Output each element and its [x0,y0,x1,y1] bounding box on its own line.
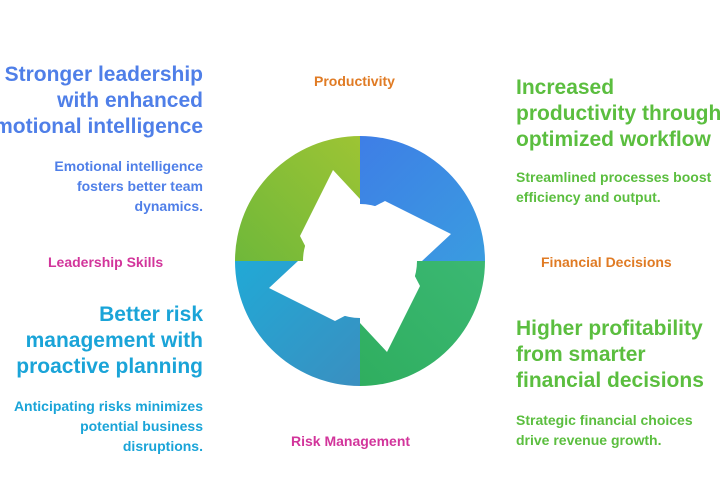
profit-description: Strategic financial choices drive revenu… [516,412,693,448]
label-financial-decisions: Financial Decisions [541,254,672,270]
cycle-arrow-financial [360,261,485,386]
leadership-block: Stronger leadership with enhanced emotio… [0,62,203,216]
cycle-arrow-productivity [360,136,485,261]
cycle-arrow-risk [235,261,360,386]
cycle-center [303,204,417,318]
risk-description: Anticipating risks minimizes potential b… [13,398,203,454]
label-productivity: Productivity [314,73,395,89]
risk-heading: Better risk management with proactive pl… [16,303,203,378]
productivity-heading: Increased productivity through optimized… [516,76,720,151]
leadership-description: Emotional intelligence fosters better te… [54,158,203,214]
leadership-heading: Stronger leadership with enhanced emotio… [0,63,203,138]
cycle-arrow-leadership [235,136,360,261]
profit-block: Higher profitability from smarter financ… [516,316,704,450]
profit-heading: Higher profitability from smarter financ… [516,317,704,392]
label-leadership-skills: Leadership Skills [48,254,164,270]
label-risk-management: Risk Management [291,433,411,449]
productivity-description: Streamlined processes boost efficiency a… [516,169,712,205]
productivity-block: Increased productivity through optimized… [516,75,720,207]
cycle-diagram [235,136,485,386]
risk-block: Better risk management with proactive pl… [14,302,203,456]
